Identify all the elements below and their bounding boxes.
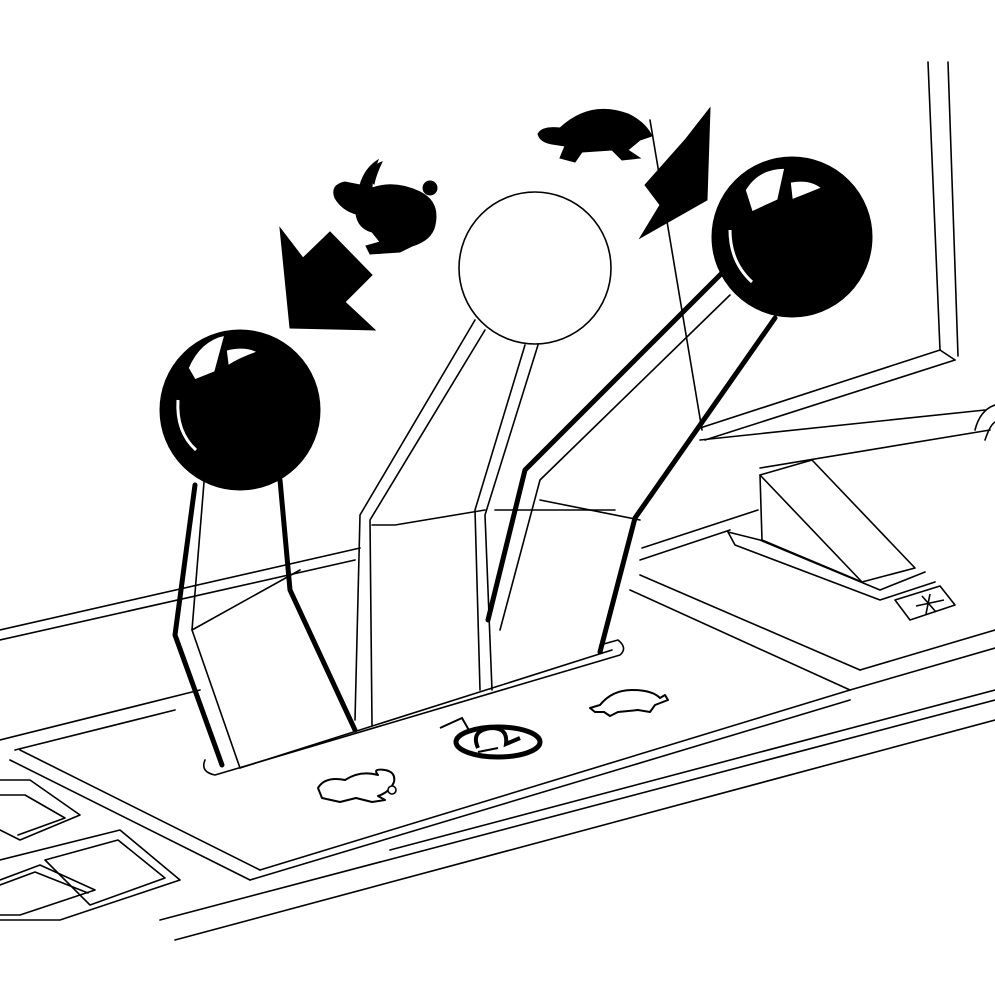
knob-center[interactable]	[458, 191, 612, 345]
arrow-down-left-icon	[279, 226, 377, 331]
lever-left[interactable]	[159, 329, 358, 769]
lever-center[interactable]	[354, 191, 616, 726]
switch-panel	[0, 779, 181, 921]
rabbit-icon	[333, 158, 438, 255]
console-body	[0, 409, 995, 941]
knob-right[interactable]	[711, 156, 873, 318]
turtle-outline-icon	[589, 689, 669, 717]
arrow-down-right-icon	[638, 106, 711, 240]
detent-block	[727, 404, 995, 601]
rabbit-outline-icon	[317, 768, 397, 803]
snowflake-icon	[894, 585, 956, 621]
knob-left[interactable]	[159, 329, 321, 491]
lever-right[interactable]	[485, 156, 873, 655]
lever-slot	[202, 639, 625, 776]
neutral-symbol-icon	[439, 716, 543, 760]
turtle-icon	[537, 108, 653, 163]
